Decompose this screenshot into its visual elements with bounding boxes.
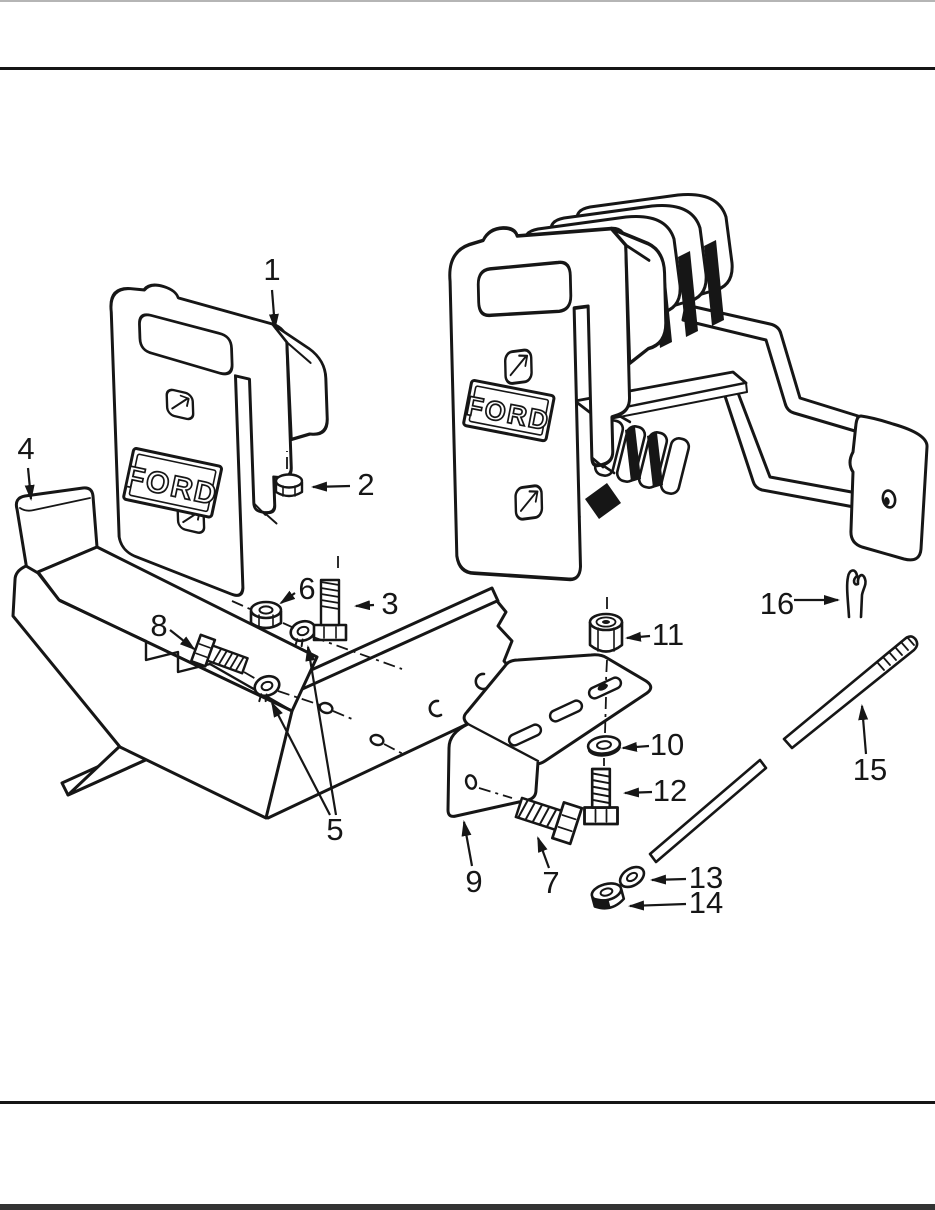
bracket-hole xyxy=(464,774,478,790)
assembly-axis-lines xyxy=(231,451,608,799)
callout-6: 6 xyxy=(298,571,315,606)
callout-12: 12 xyxy=(653,773,687,808)
ford-logo-plate-left: FORD xyxy=(122,447,223,519)
bumper-support xyxy=(11,486,319,820)
arrow-15 xyxy=(858,704,869,755)
callout-arrows xyxy=(24,289,869,911)
bracket-slot xyxy=(548,699,584,723)
callout-9: 9 xyxy=(465,864,482,899)
rail-hole xyxy=(369,733,385,747)
lock-washer-5a xyxy=(253,674,281,703)
page-bottom-bar xyxy=(0,1204,935,1210)
callout-16: 16 xyxy=(760,586,794,621)
callout-1: 1 xyxy=(263,252,280,287)
ford-logo-plate-right: FORD xyxy=(462,379,556,443)
rail-hole xyxy=(318,701,334,715)
arrow-12 xyxy=(623,787,653,798)
arrow-13 xyxy=(650,874,687,885)
arrow-8 xyxy=(169,629,196,651)
arrow-9 xyxy=(461,820,474,867)
page-top-edge xyxy=(0,0,935,2)
arrow-4 xyxy=(24,467,35,501)
callout-labels: 1 2 3 4 5 6 7 8 9 10 11 12 13 14 15 16 xyxy=(17,252,887,920)
stacked-weights: FORD xyxy=(446,192,748,596)
hairpin-clip-16 xyxy=(845,569,867,619)
mounting-bracket xyxy=(446,653,653,818)
arrow-2 xyxy=(311,481,351,492)
front-weight-single: FORD xyxy=(108,272,336,621)
arrow-6 xyxy=(279,590,296,605)
arrow-1 xyxy=(268,289,279,330)
arrow-11 xyxy=(625,631,651,642)
rail-hole xyxy=(428,699,443,718)
hex-nut-11 xyxy=(588,612,624,653)
bottom-rule xyxy=(0,1101,935,1104)
callout-14: 14 xyxy=(689,885,723,920)
end-plate-hole xyxy=(881,489,897,509)
callout-11: 11 xyxy=(652,617,684,652)
hex-nut-14 xyxy=(590,882,626,910)
hex-nut-2 xyxy=(274,473,304,498)
arrow-3 xyxy=(354,600,375,611)
hex-nut-6 xyxy=(249,600,283,630)
fasteners xyxy=(189,473,919,910)
arrow-5a xyxy=(271,701,331,816)
callout-15: 15 xyxy=(853,752,887,787)
callout-3: 3 xyxy=(381,586,398,621)
bolt-7 xyxy=(514,796,584,846)
flat-washer-10 xyxy=(586,735,622,757)
frame-end-plate xyxy=(848,414,929,562)
callout-13: 13 xyxy=(689,860,723,895)
callout-10: 10 xyxy=(650,727,684,762)
callout-4: 4 xyxy=(17,431,34,466)
callout-5: 5 xyxy=(326,812,343,847)
bracket-slot xyxy=(507,723,543,747)
arrow-10 xyxy=(621,741,650,752)
rail-hole xyxy=(474,672,489,691)
top-rule xyxy=(0,67,935,70)
cap-screw-3 xyxy=(312,578,348,642)
callout-8: 8 xyxy=(150,608,167,643)
arrow-7 xyxy=(536,836,551,869)
weight-carrier-frame xyxy=(681,303,929,562)
bolt-12 xyxy=(583,767,619,826)
flat-washer-13 xyxy=(618,865,646,889)
callout-7: 7 xyxy=(542,865,559,900)
callout-2: 2 xyxy=(357,467,374,502)
bolt-8 xyxy=(189,633,249,675)
arrow-14 xyxy=(628,900,687,911)
threaded-rod-15 xyxy=(648,635,919,864)
arrow-5b xyxy=(305,645,338,816)
